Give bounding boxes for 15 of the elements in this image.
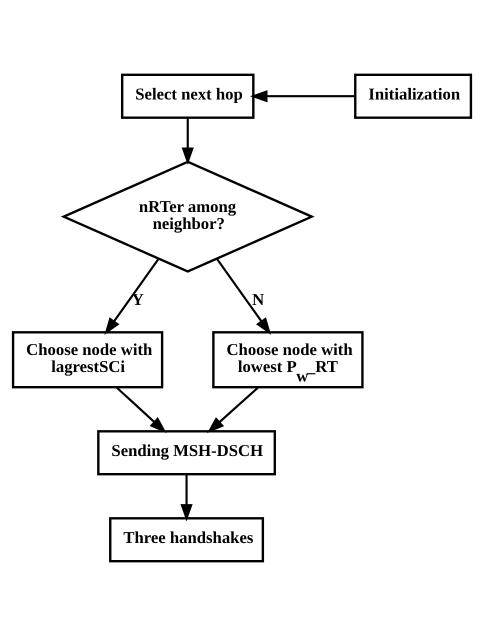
- arrow: [207, 386, 259, 433]
- node-box: Initialization: [354, 73, 472, 118]
- edge-label: N: [252, 290, 264, 309]
- arrow: [180, 474, 193, 522]
- node-diamond: nRTer among neighbor?: [60, 160, 315, 272]
- node-box: Sending MSH-DSCH: [97, 430, 276, 475]
- arrow: [104, 258, 160, 334]
- arrow: [250, 90, 356, 102]
- arrow: [216, 258, 272, 334]
- node-box: Select next hop: [120, 73, 255, 118]
- node-box: Three handshakes: [109, 516, 264, 562]
- node-box: Choose node with lagrestSCi: [12, 330, 164, 388]
- arrow: [116, 386, 167, 433]
- edge-label: Y: [132, 290, 144, 309]
- arrow: [182, 117, 194, 164]
